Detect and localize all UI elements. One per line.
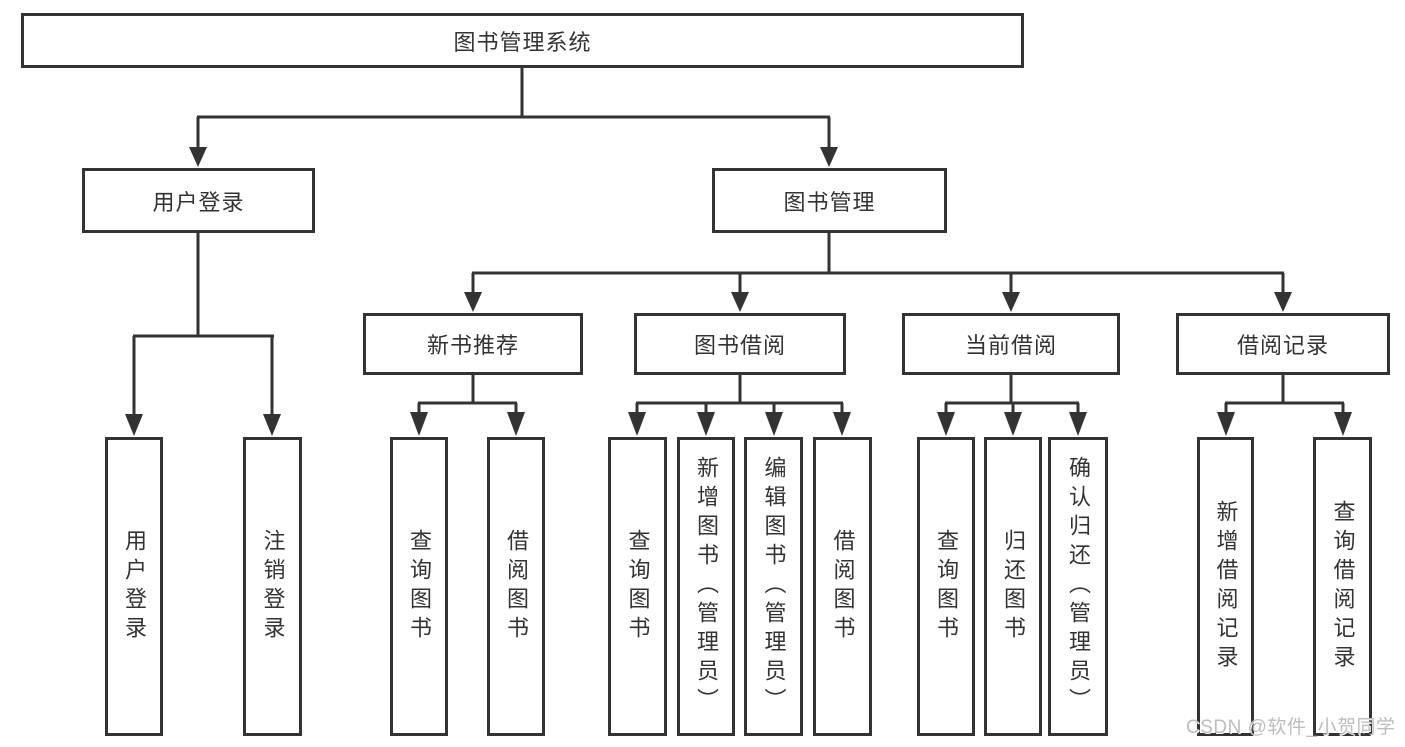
leaf-query-borrow-record: 查询借阅记录 xyxy=(1313,437,1372,736)
node-new-book-recommendation-label: 新书推荐 xyxy=(426,333,519,358)
leaf-query-books-2: 查询图书 xyxy=(608,437,667,736)
arrowhead xyxy=(189,147,207,167)
node-borrowing-records-label: 借阅记录 xyxy=(1236,333,1329,358)
leaf-borrow-books-1: 借阅图书 xyxy=(487,437,545,736)
node-current-borrowing: 当前借阅 xyxy=(902,313,1120,375)
arrowhead xyxy=(731,292,749,312)
leaf-logout: 注销登录 xyxy=(243,437,302,736)
connector-book-management-to-level3 xyxy=(471,233,1285,295)
node-current-borrowing-label: 当前借阅 xyxy=(964,333,1057,358)
node-book-management-label: 图书管理 xyxy=(783,189,876,215)
csdn-watermark: CSDN @软件_小贺同学 xyxy=(1186,717,1396,738)
leaf-query-books-1: 查询图书 xyxy=(390,437,448,736)
arrowhead xyxy=(464,292,482,312)
arrowhead xyxy=(833,412,851,436)
node-library-system: 图书管理系统 xyxy=(21,13,1024,68)
arrowhead xyxy=(937,412,955,436)
node-new-book-recommendation: 新书推荐 xyxy=(363,313,583,375)
arrowhead xyxy=(410,412,428,436)
arrowhead xyxy=(507,412,525,436)
node-user-login: 用户登录 xyxy=(82,168,315,233)
leaf-query-books-3: 查询图书 xyxy=(917,437,975,736)
leaf-return-books: 归还图书 xyxy=(984,437,1042,736)
node-book-borrowing: 图书借阅 xyxy=(634,313,846,375)
leaf-query-books-2-label: 查询图书 xyxy=(625,528,651,645)
leaf-logout-label: 注销登录 xyxy=(260,528,286,645)
connector-user-login-group xyxy=(132,233,274,417)
leaf-borrow-books-2: 借阅图书 xyxy=(813,437,872,736)
node-library-system-label: 图书管理系统 xyxy=(453,29,592,55)
leaf-query-books-3-label: 查询图书 xyxy=(934,528,959,645)
leaf-user-login-label: 用户登录 xyxy=(122,528,147,645)
leaf-edit-books-admin: 编辑图书（管理员） xyxy=(744,437,803,736)
arrowhead xyxy=(1069,412,1087,436)
arrowhead xyxy=(820,147,838,167)
connector-root-to-level2 xyxy=(196,68,831,149)
leaf-confirm-return-admin-label: 确认归还（管理员） xyxy=(1066,456,1091,717)
leaf-confirm-return-admin: 确认归还（管理员） xyxy=(1048,437,1108,736)
node-user-login-label: 用户登录 xyxy=(152,189,245,215)
node-book-management: 图书管理 xyxy=(712,168,947,233)
leaf-borrow-books-2-label: 借阅图书 xyxy=(830,528,856,645)
arrowhead xyxy=(628,412,646,436)
arrowhead xyxy=(1004,412,1022,436)
connector-level3-groups xyxy=(417,375,1345,416)
node-book-borrowing-label: 图书借阅 xyxy=(693,333,786,358)
leaf-user-login: 用户登录 xyxy=(105,437,163,736)
leaf-borrow-books-1-label: 借阅图书 xyxy=(504,528,529,645)
leaf-query-books-1-label: 查询图书 xyxy=(407,528,432,645)
arrowhead xyxy=(1334,412,1352,436)
leaf-add-borrow-record: 新增借阅记录 xyxy=(1197,437,1254,736)
arrowhead xyxy=(125,414,143,436)
arrowhead xyxy=(263,414,281,436)
arrowhead xyxy=(1274,292,1292,312)
leaf-edit-books-admin-label: 编辑图书（管理员） xyxy=(761,456,787,717)
arrowhead xyxy=(1217,412,1235,436)
leaf-query-borrow-record-label: 查询借阅记录 xyxy=(1330,499,1356,674)
node-borrowing-records: 借阅记录 xyxy=(1176,313,1390,375)
arrowhead xyxy=(1002,292,1020,312)
leaf-add-borrow-record-label: 新增借阅记录 xyxy=(1213,499,1239,674)
arrowhead xyxy=(765,412,783,436)
leaf-return-books-label: 归还图书 xyxy=(1001,528,1026,645)
arrowhead xyxy=(697,412,715,436)
leaf-add-books-admin: 新增图书（管理员） xyxy=(677,437,735,736)
leaf-add-books-admin-label: 新增图书（管理员） xyxy=(694,456,719,717)
